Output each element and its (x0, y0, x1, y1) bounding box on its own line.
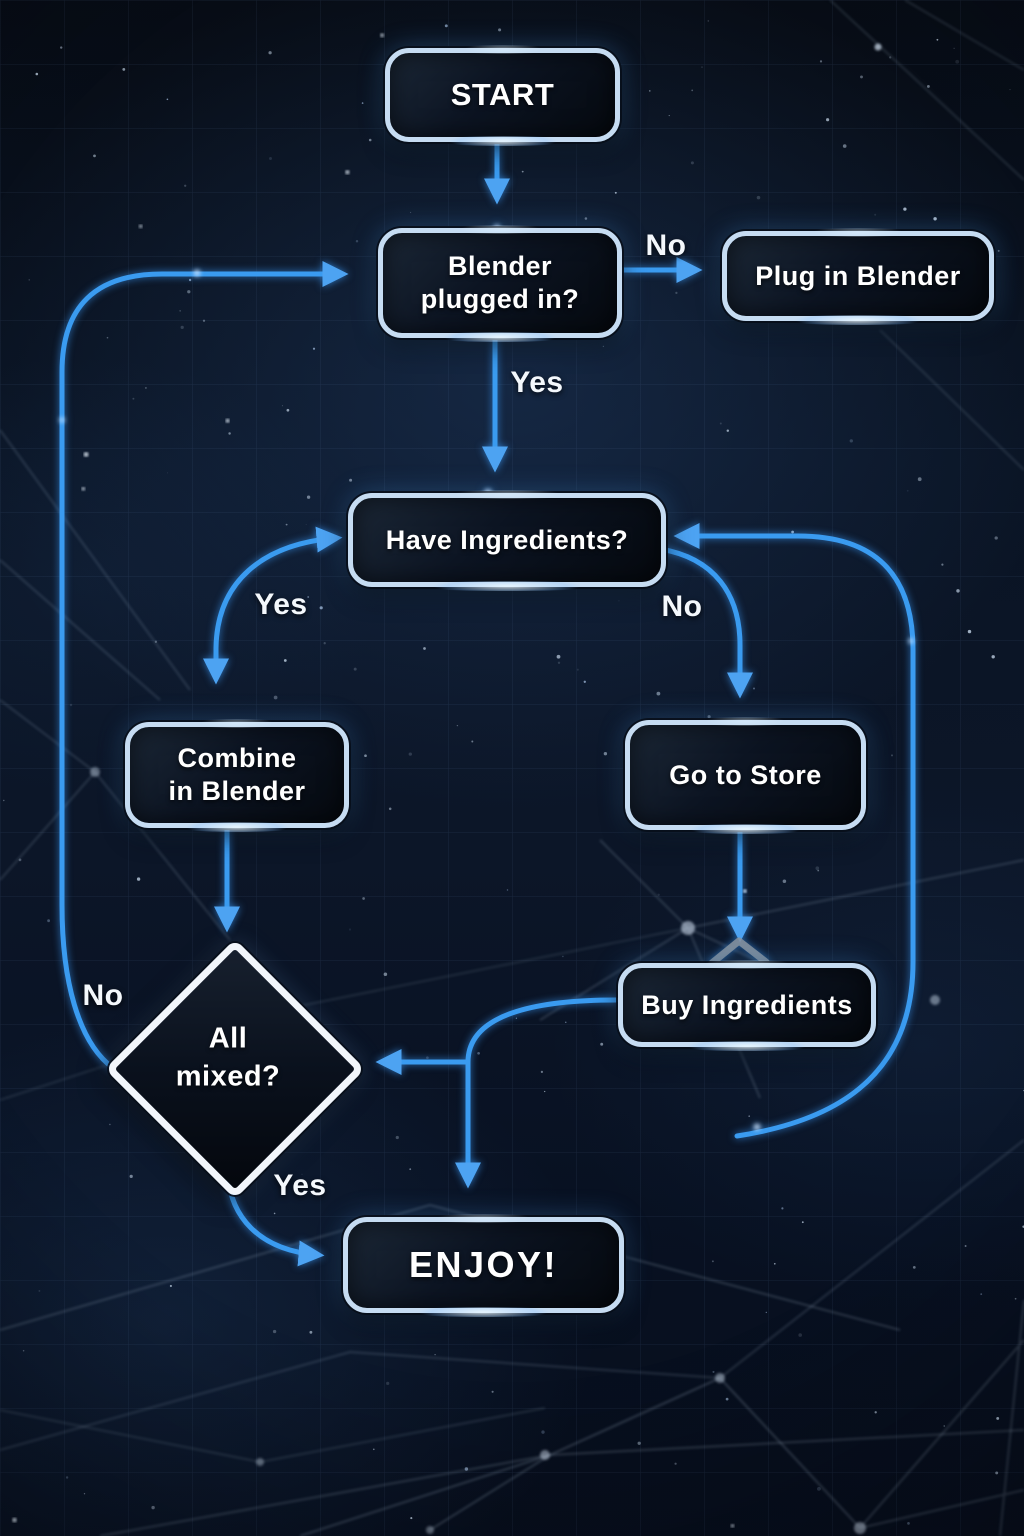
node-buy-ingredients: Buy Ingredients (618, 960, 876, 1051)
node-start: START (385, 45, 620, 146)
node-go-to-store: Go to Store (625, 717, 866, 834)
edge-label-have-yes: Yes (254, 588, 308, 621)
edge-label-plugged-yes: Yes (510, 366, 564, 399)
chevron-decoration (708, 937, 770, 967)
node-have-ingredients-label: Have Ingredients? (385, 524, 629, 555)
node-start-label: START (450, 77, 555, 113)
node-plug-in-blender: Plug in Blender (722, 228, 994, 325)
edge-have-no-to-store (657, 546, 753, 699)
edge-label-have-no: No (661, 590, 703, 623)
node-blender-plugged-in-line1: Blender (447, 251, 553, 282)
node-buy-ingredients-label: Buy Ingredients (641, 989, 853, 1020)
edge-have-yes-to-combine (203, 526, 343, 685)
node-all-mixed-line2: mixed? (175, 1060, 281, 1092)
node-enjoy-label: ENJOY! (408, 1244, 559, 1286)
edge-label-plugged-no: No (645, 229, 687, 262)
edge-label-mixed-no: No (82, 979, 124, 1012)
node-combine-in-blender: Combine in Blender (125, 719, 349, 832)
edge-buy-loop-to-have (673, 523, 916, 1139)
node-all-mixed-label: All mixed? (176, 1020, 281, 1095)
node-have-ingredients: Have Ingredients? (348, 490, 666, 591)
edge-buy-branch (455, 997, 619, 1189)
node-go-to-store-label: Go to Store (669, 759, 822, 790)
node-combine-in-blender-line1: Combine (177, 743, 297, 774)
node-all-mixed-line1: All (208, 1022, 248, 1055)
node-blender-plugged-in-line2: plugged in? (420, 284, 580, 314)
node-blender-plugged-in: Blender plugged in? (378, 225, 622, 342)
edge-mixed-no-loop-to-plugged (59, 261, 349, 1071)
edge-label-mixed-yes: Yes (273, 1169, 327, 1202)
node-enjoy: ENJOY! (343, 1214, 624, 1317)
node-combine-in-blender-line2: in Blender (168, 776, 306, 806)
node-plug-in-blender-label: Plug in Blender (755, 260, 961, 291)
